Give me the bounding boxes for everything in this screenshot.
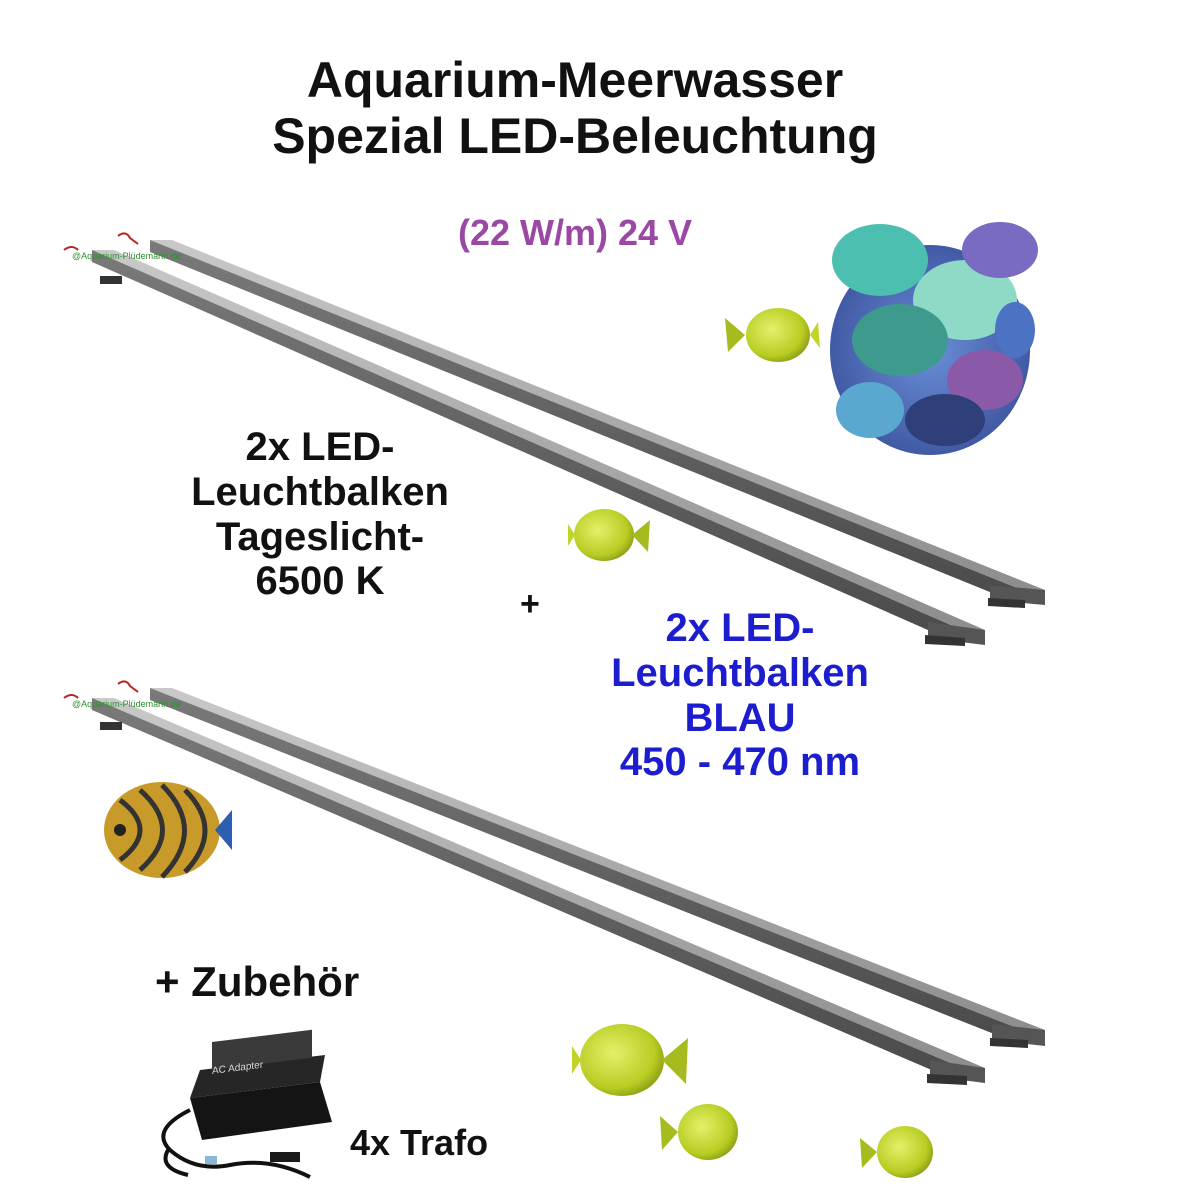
accessories-label: + Zubehör — [155, 958, 360, 1005]
angelfish-image — [104, 782, 232, 879]
ac-adapter-image: AC Adapter — [161, 1029, 332, 1179]
blue-line-4: 450 - 470 nm — [619, 740, 861, 785]
transformer-label: 4x Trafo — [350, 1122, 489, 1163]
power-voltage-subtitle: (22 W/m) 24 V — [457, 212, 693, 253]
yellow-fish-4 — [660, 1104, 738, 1160]
coral-reef-image — [830, 222, 1038, 455]
yellow-fish-5 — [860, 1126, 933, 1178]
watermark-text: @Aquarium-Plüdemann.de — [72, 699, 181, 709]
led-bars-daylight: @Aquarium-Plüdemann.de — [63, 232, 1045, 646]
daylight-bars-description: 2x LED- Leuchtbalken Tageslicht- 6500 K — [150, 425, 490, 604]
yellow-fish-1 — [725, 308, 820, 362]
title-line-1: Aquarium-Meerwasser — [306, 52, 844, 108]
page-title: Aquarium-Meerwasser Spezial LED-Beleucht… — [0, 52, 1150, 164]
daylight-line-2: Leuchtbalken — [191, 469, 449, 514]
led-bars-blue: @Aquarium-Plüdemann.de — [63, 680, 1045, 1085]
yellow-fish-3 — [572, 1024, 688, 1096]
blue-line-1: 2x LED- — [665, 606, 815, 650]
title-line-2: Spezial LED-Beleuchtung — [272, 108, 878, 164]
daylight-line-3: Tageslicht- — [215, 514, 425, 559]
daylight-line-4: 6500 K — [255, 559, 385, 604]
daylight-line-1: 2x LED- — [245, 425, 395, 469]
blue-line-3: BLAU — [684, 695, 796, 740]
plus-sign: + — [520, 585, 540, 623]
blue-line-2: Leuchtbalken — [611, 650, 869, 695]
blue-bars-description: 2x LED- Leuchtbalken BLAU 450 - 470 nm — [570, 606, 910, 785]
yellow-fish-2 — [568, 509, 650, 561]
watermark-text: @Aquarium-Plüdemann.de — [72, 251, 181, 261]
